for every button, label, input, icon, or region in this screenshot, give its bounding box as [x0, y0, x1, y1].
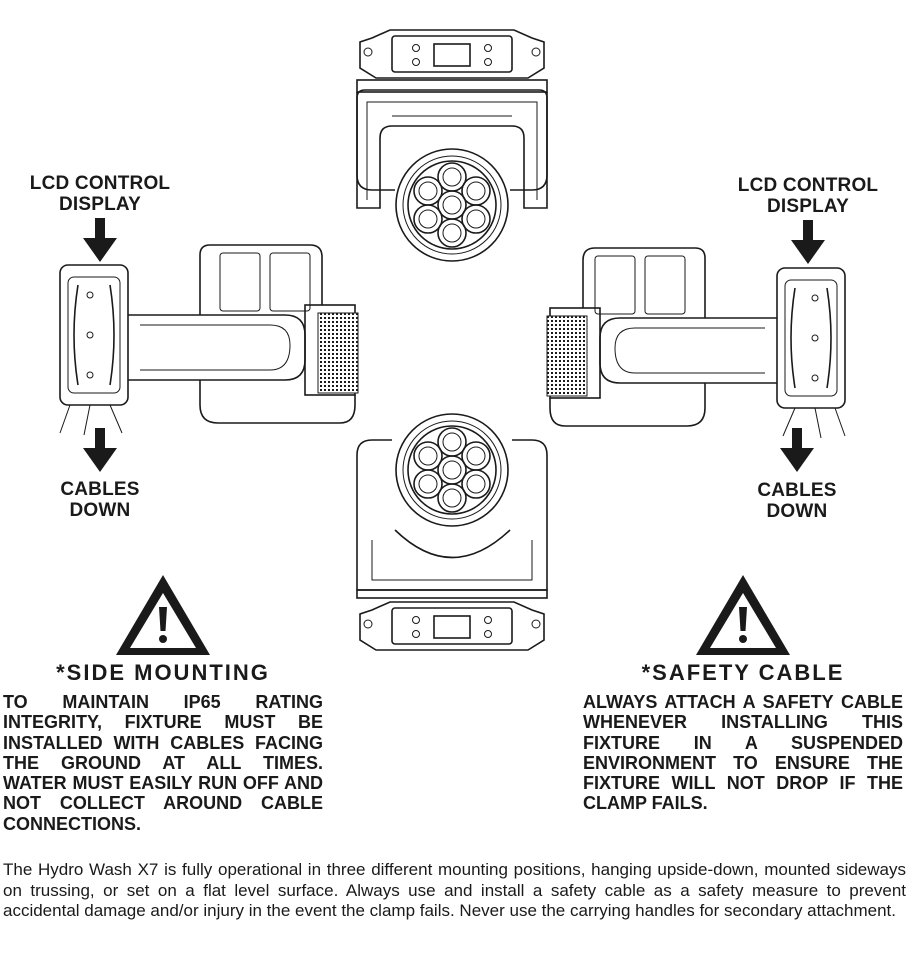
fixture-left-illustration [59, 244, 359, 436]
warning-triangle-icon [696, 575, 790, 655]
arrow-down-icon [83, 428, 117, 472]
callout-lcd-display-right: LCD CONTROL DISPLAY [737, 175, 879, 217]
side-mounting-body: TO MAINTAIN IP65 RATING INTEGRITY, FIXTU… [3, 692, 323, 834]
callout-cables-down-left: CABLES DOWN [60, 479, 140, 521]
side-mounting-warning: *SIDE MOUNTING TO MAINTAIN IP65 RATING I… [3, 660, 323, 834]
mounting-positions-diagram [59, 29, 846, 655]
side-mounting-title: *SIDE MOUNTING [56, 660, 270, 685]
callout-cables-down-right: CABLES DOWN [757, 480, 837, 522]
fixture-bottom-illustration [356, 413, 548, 651]
arrow-down-icon [791, 220, 825, 264]
fixture-top-illustration [356, 29, 548, 262]
fixture-right-illustration [546, 247, 846, 439]
warning-triangle-icon [116, 575, 210, 655]
arrow-down-icon [83, 218, 117, 262]
arrow-down-icon [780, 428, 814, 472]
safety-cable-title: *SAFETY CABLE [641, 660, 845, 685]
mounting-description-paragraph: The Hydro Wash X7 is fully operational i… [3, 860, 906, 920]
safety-cable-warning: *SAFETY CABLE ALWAYS ATTACH A SAFETY CAB… [583, 660, 903, 814]
callout-lcd-display-left: LCD CONTROL DISPLAY [29, 173, 171, 215]
safety-cable-body: ALWAYS ATTACH A SAFETY CABLE WHENEVER IN… [583, 692, 903, 814]
